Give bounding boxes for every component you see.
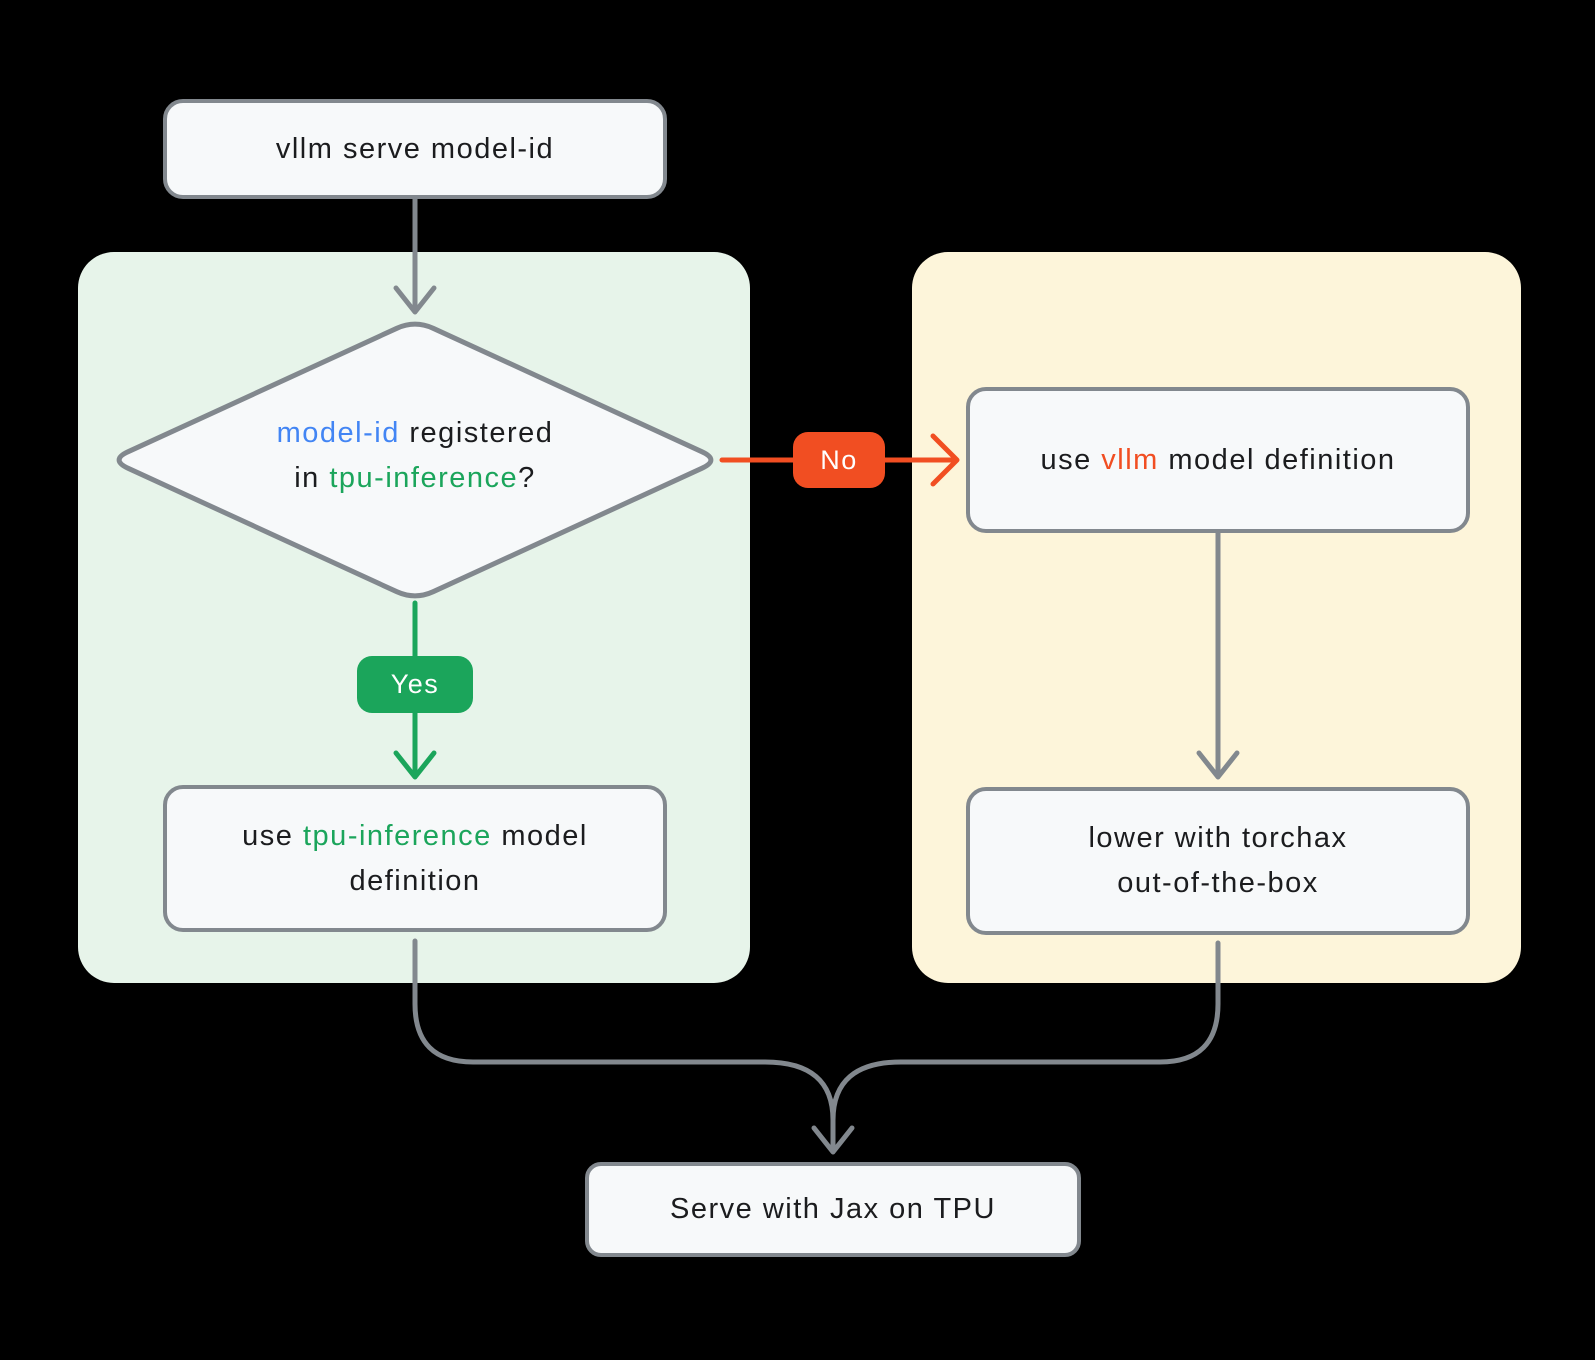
node-tpu-inference-line2: definition bbox=[349, 864, 481, 897]
decision-label: model-id registered in tpu-inference? bbox=[165, 411, 665, 501]
node-lower-torchax: lower with torchax out-of-the-box bbox=[966, 787, 1470, 935]
decision-label-line2: in tpu-inference? bbox=[294, 462, 536, 494]
node-serve-jax-tpu: Serve with Jax on TPU bbox=[585, 1162, 1081, 1257]
yes-edge-label: Yes bbox=[357, 656, 473, 713]
edge-merge-right bbox=[830, 940, 1221, 1123]
node-lower-line2: out-of-the-box bbox=[1117, 867, 1319, 899]
arrowhead-vllm-to-lower bbox=[1196, 750, 1240, 780]
decision-diamond bbox=[116, 321, 714, 599]
arrowhead-merge-to-serve bbox=[811, 1125, 855, 1155]
node-lower-line1: lower with torchax bbox=[1088, 822, 1348, 854]
node-serve-label: Serve with Jax on TPU bbox=[670, 1193, 996, 1225]
edge-merge-left bbox=[412, 938, 836, 1151]
node-start-label: vllm serve model-id bbox=[275, 132, 555, 165]
decision-label-line1: model-id registered bbox=[276, 417, 554, 449]
arrowhead-yes bbox=[393, 750, 437, 780]
tpu-inference-token: tpu-inference bbox=[303, 819, 492, 852]
vllm-token: vllm bbox=[1101, 443, 1159, 476]
arrowhead-start-to-decision bbox=[393, 285, 437, 315]
node-tpu-inference-definition: use tpu-inference model definition bbox=[163, 785, 667, 932]
tpu-inference-token: tpu-inference bbox=[329, 462, 519, 494]
node-start: vllm serve model-id bbox=[163, 99, 667, 199]
node-tpu-inference-line1: use tpu-inference model bbox=[242, 819, 588, 852]
arrowhead-no bbox=[930, 433, 960, 487]
no-edge-label: No bbox=[793, 432, 885, 488]
node-vllm-line1: use vllm model definition bbox=[1040, 443, 1396, 476]
node-vllm-definition: use vllm model definition bbox=[966, 387, 1470, 533]
model-id-token: model-id bbox=[276, 417, 400, 449]
